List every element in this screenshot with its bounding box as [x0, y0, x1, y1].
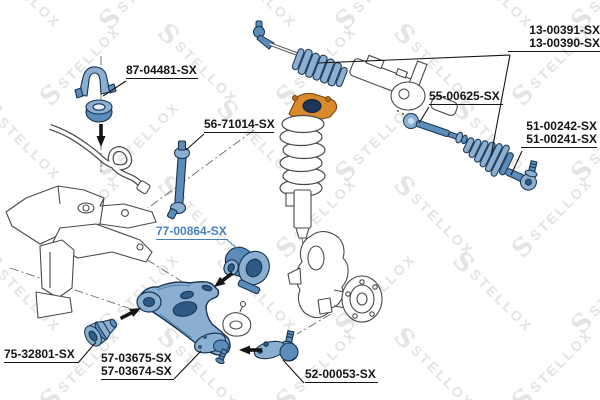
part-number-text: 52-00053-SX — [305, 367, 376, 381]
part-number-text: 13-00391-SX — [529, 23, 600, 37]
control-arm-bushing-rear-label: 77-00864-SX — [156, 225, 228, 240]
shock-body-drawing — [285, 189, 312, 239]
ball-joint-label: 52-00053-SX — [305, 368, 378, 383]
stabilizer-link-drawing — [166, 140, 191, 220]
stabilizer-bar-drawing — [49, 124, 151, 195]
part-number-text: 57-03674-SX — [101, 364, 172, 378]
steering-boot-left-drawing — [291, 48, 348, 88]
stabilizer-bushing-label: 87-04481-SX — [126, 64, 198, 79]
strut-drawing — [279, 92, 338, 239]
stabilizer-bracket-drawing — [74, 66, 117, 99]
tie-rod-axial-drawing — [403, 113, 468, 145]
part-number-text: 55-00625-SX — [429, 89, 500, 103]
leader-lines — [77, 54, 523, 384]
subframe-bushing-label: 75-32801-SX — [4, 348, 78, 363]
control-arm-bushing-rear-drawing — [223, 246, 270, 295]
steering-boot-right-drawing — [463, 137, 514, 177]
ball-joint-alt-outline-drawing — [222, 300, 252, 337]
part-number-text: 56-71014-SX — [204, 117, 275, 131]
part-number-text: 77-00864-SX — [156, 224, 227, 238]
part-number-text: 13-00390-SX — [529, 36, 600, 50]
subframe-drawing — [5, 185, 157, 319]
part-number-text: 51-00242-SX — [526, 119, 597, 133]
part-number-text: 75-32801-SX — [4, 347, 75, 361]
stabilizer-bushing-drawing — [85, 99, 113, 123]
stabilizer-link-label: 56-71014-SX — [204, 117, 275, 133]
part-number-text: 51-00241-SX — [526, 132, 597, 146]
steering-knuckle-drawing — [287, 231, 349, 319]
part-number-text: 87-04481-SX — [126, 63, 197, 77]
ball-joint-drawing — [253, 330, 299, 362]
steering-rack-drawing — [253, 20, 458, 118]
tie-rod-axial-label: 55-00625-SX — [429, 90, 503, 105]
tie-rod-end-drawing — [505, 160, 538, 191]
coil-spring-drawing — [279, 114, 326, 198]
control-arm-drawing — [136, 281, 231, 365]
wheel-hub-drawing — [333, 275, 383, 323]
subframe-bushing-drawing — [84, 318, 118, 347]
part-number-text: 57-03675-SX — [101, 351, 172, 365]
